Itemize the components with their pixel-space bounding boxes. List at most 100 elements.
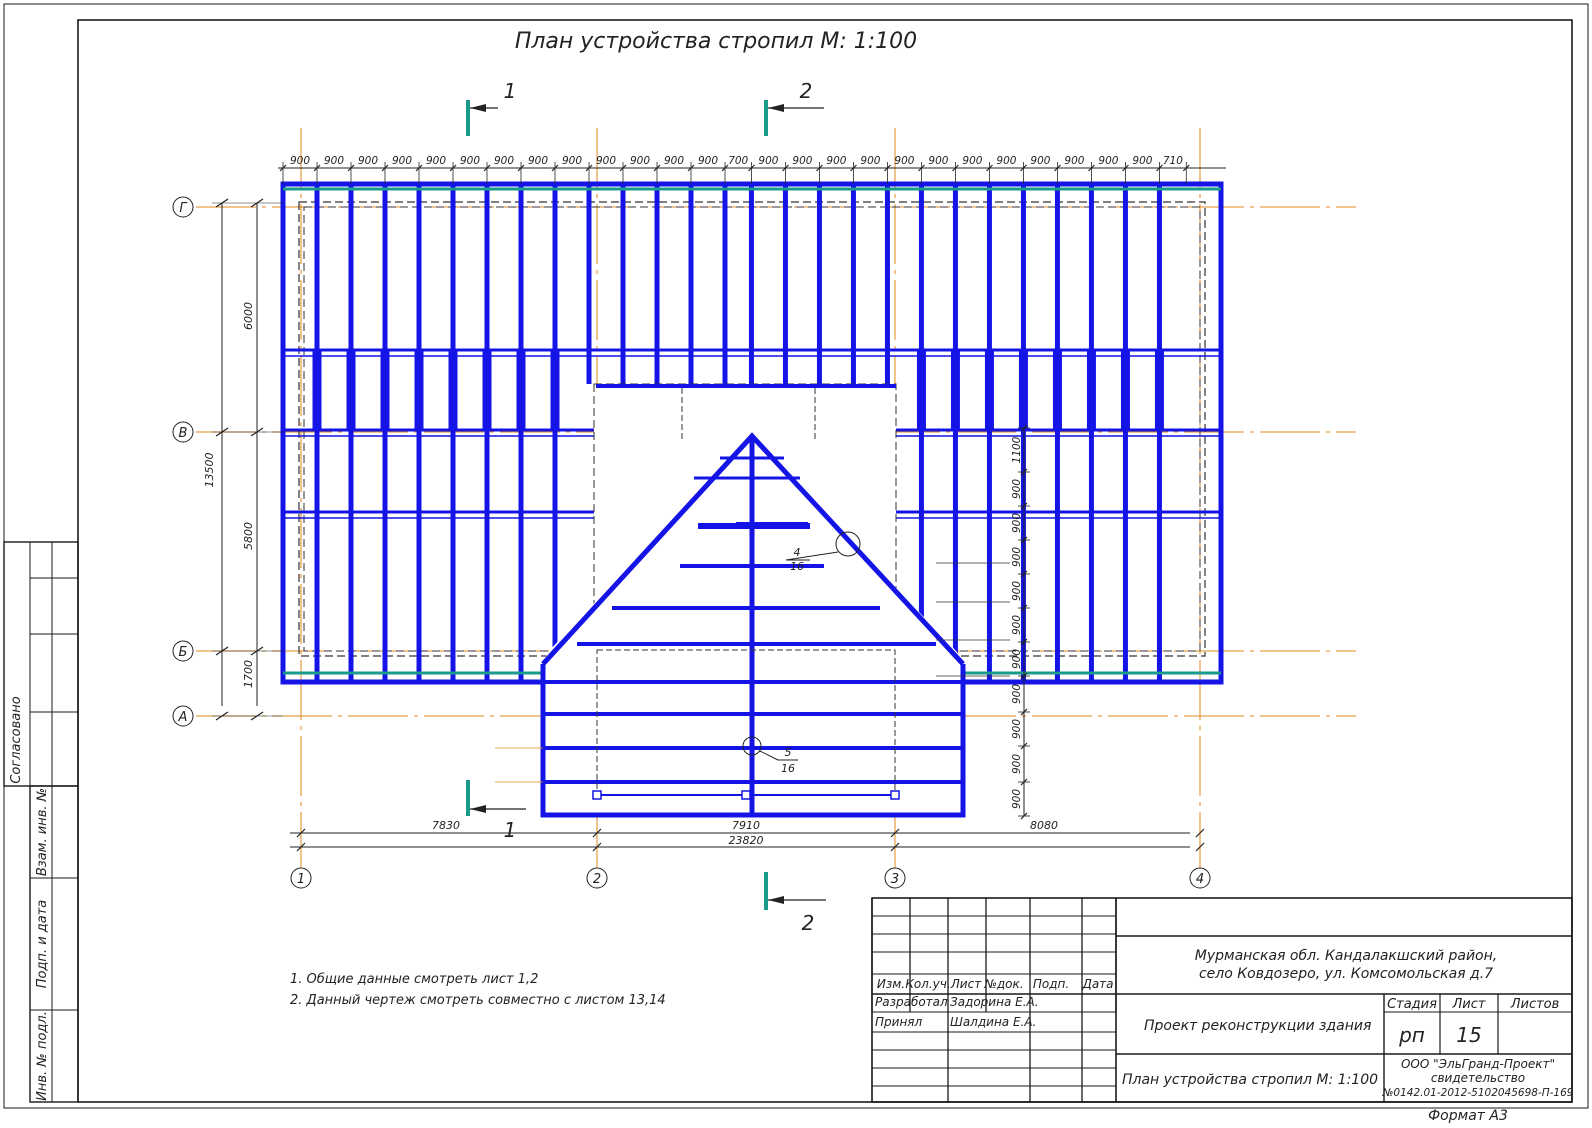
right-dim-9: 900 (1011, 719, 1023, 739)
stamp-left-grid (871, 898, 1117, 1102)
right-dim-10: 900 (1011, 754, 1023, 774)
right-dim-tick-8 (1020, 708, 1028, 716)
stamp-org-line3: №0142.01-2012-5102045698-П-169 (1382, 1087, 1574, 1099)
dim-vertical-2: 5800 (242, 522, 255, 550)
sheet-format: Формат А3 (1428, 1108, 1508, 1124)
top-dim-tick-11 (653, 164, 661, 172)
top-dim-27: 710 (1163, 155, 1183, 167)
top-dim-tick-14 (748, 164, 755, 172)
top-dim-tick-27 (1182, 164, 1190, 172)
top-dim-9: 900 (562, 155, 582, 167)
bottom-dim-tick-a0 (296, 828, 306, 838)
right-dim-3: 900 (1011, 513, 1023, 533)
note-1: 1. Общие данные смотреть лист 1,2 (290, 972, 538, 987)
bottom-dim-tick-a2 (890, 828, 900, 838)
right-dim-6: 900 (1011, 615, 1023, 635)
svg-text:16: 16 (781, 762, 795, 775)
top-dim-tick-5 (449, 164, 457, 172)
right-dim-tick-4 (1020, 570, 1028, 578)
top-dim-24: 900 (1064, 155, 1084, 167)
right-dim-tick-6 (1020, 638, 1028, 646)
dim-bottom-1: 7830 (432, 819, 460, 832)
top-dim-17: 900 (826, 155, 846, 167)
stamp-sheet-label: Лист (1452, 997, 1486, 1012)
top-dim-tick-9 (585, 164, 593, 172)
stamp-header-ndok: №док. (983, 977, 1023, 991)
right-dim-tick-2 (1020, 502, 1028, 510)
axis-bubble-g: Г (172, 196, 194, 218)
top-dim-8: 900 (528, 155, 548, 167)
top-dim-2: 900 (324, 155, 344, 167)
top-dim-25: 900 (1098, 155, 1118, 167)
top-dim-tick-18 (884, 164, 891, 172)
dim-bottom-3: 8080 (1030, 819, 1058, 832)
axis-bubble-4: 4 (1189, 867, 1211, 889)
svg-text:Б: Б (179, 645, 188, 660)
right-dim-1: 1100 (1011, 436, 1023, 463)
title-block-stamp: Изм. Кол.уч. Лист №док. Подп. Дата Разра… (871, 897, 1574, 1103)
bottom-dim-tick-b3 (1195, 842, 1205, 852)
right-dim-tick-10 (1020, 778, 1028, 786)
side-label-approved: Согласовано (9, 696, 24, 783)
top-dim-5: 900 (426, 155, 446, 167)
right-dim-tick-5 (1020, 604, 1028, 612)
stamp-stage-label: Стадия (1387, 997, 1437, 1012)
stamp-header-izm: Изм. (877, 977, 905, 991)
side-label-sign-date: Подп. и дата (35, 900, 50, 989)
callout-4: 4 16 (785, 531, 861, 573)
dim-vertical-1: 6000 (242, 302, 255, 330)
stamp-org-line1: ООО "ЭльГранд-Проект" (1401, 1057, 1555, 1071)
side-approval-strip: Согласовано Взам. инв. № Подп. и дата Ин… (3, 541, 79, 1103)
axis-bubble-1: 1 (290, 867, 312, 889)
top-dim-tick-3 (381, 164, 389, 172)
wing-wall-dashed (596, 649, 896, 796)
section-marker-1-bottom: 1 (466, 780, 526, 842)
svg-text:В: В (179, 426, 188, 441)
top-dim-21: 900 (962, 155, 982, 167)
stamp-location-line2: село Ковдозеро, ул. Комсомольская д.7 (1199, 966, 1493, 982)
section-marker-2-bottom: 2 (764, 872, 826, 935)
right-dim-tick-7 (1020, 672, 1028, 680)
dim-bottom-overall: 23820 (729, 834, 764, 847)
wing-post-3 (890, 790, 900, 800)
top-dim-13: 900 (698, 155, 718, 167)
top-dim-7: 900 (494, 155, 514, 167)
top-dim-tick-2 (347, 164, 355, 172)
top-dim-14: 700 (728, 155, 748, 167)
svg-text:2: 2 (593, 872, 601, 887)
bottom-dim-tick-b0 (296, 842, 306, 852)
right-dim-4: 900 (1011, 547, 1023, 567)
svg-text:Г: Г (179, 201, 188, 216)
stamp-location-line1: Мурманская обл. Кандалакшский район, (1195, 948, 1497, 964)
axis-bubbles: Г В Б А 1 2 3 4 (172, 196, 1211, 889)
side-label-replace-inv: Взам. инв. № (35, 788, 50, 876)
dim-vertical-3: 1700 (242, 660, 255, 688)
top-dim-tick-12 (687, 164, 695, 172)
top-dim-1: 900 (290, 155, 310, 167)
top-dim-12: 900 (664, 155, 684, 167)
axis-bubble-3: 3 (884, 867, 906, 889)
left-dimension-chain: 13500 6000 5800 1700 (203, 198, 283, 721)
top-dim-6: 900 (460, 155, 480, 167)
bottom-dim-tick-a3 (1195, 828, 1205, 838)
right-dim-2: 900 (1011, 479, 1023, 499)
top-dim-tick-23 (1054, 164, 1061, 172)
top-dim-tick-16 (816, 164, 823, 172)
svg-text:1: 1 (504, 818, 517, 842)
svg-text:4: 4 (1196, 872, 1204, 887)
top-dim-10: 900 (596, 155, 616, 167)
bottom-dim-tick-b1 (592, 842, 602, 852)
section-markers: 1 2 1 2 (466, 79, 826, 935)
top-dim-15: 900 (758, 155, 778, 167)
top-dim-tick-13 (721, 164, 729, 172)
svg-text:4: 4 (794, 546, 801, 559)
right-dim-tick-9 (1020, 742, 1028, 750)
axis-bubble-b: Б (172, 640, 194, 662)
svg-text:2: 2 (802, 911, 815, 935)
top-dim-23: 900 (1030, 155, 1050, 167)
stamp-stage-value: рп (1398, 1023, 1425, 1047)
top-dim-tick-24 (1088, 164, 1095, 172)
top-dim-tick-6 (483, 164, 491, 172)
svg-text:3: 3 (891, 872, 899, 887)
